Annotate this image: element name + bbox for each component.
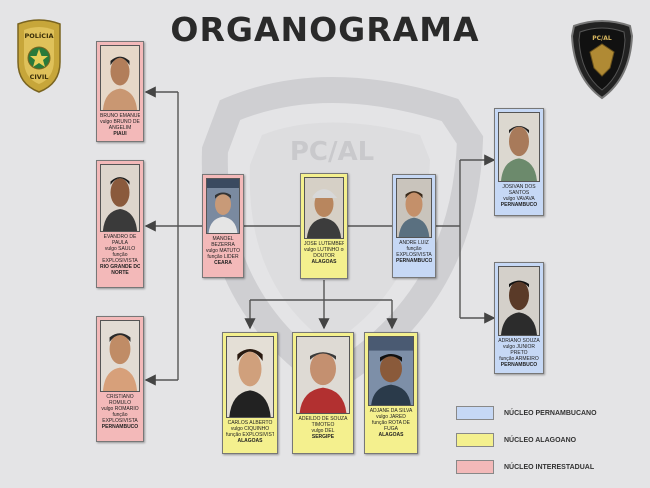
card-text-line: vulgo ROMARIO: [101, 406, 139, 412]
member-card-andre-luiz: ANDRE LUIZ função EXPLOSIVISTA PERNAMBUC…: [392, 174, 436, 278]
card-text-line: ADEILDO DE SOUZA: [298, 416, 348, 422]
card-text-line: vulgo BRUNO DE: [100, 119, 140, 125]
badge-left-top-text: POLÍCIA: [24, 31, 53, 40]
card-text-line: vulgo VAVAVA: [503, 196, 535, 202]
card-state-label: PERNAMBUCO: [500, 362, 538, 368]
member-card-cristiano: CRISTIANO ROMULO vulgo ROMARIO função EX…: [96, 316, 144, 442]
card-state-label: PIAUÍ: [113, 131, 127, 137]
member-photo: [100, 320, 140, 392]
card-text-line: CRISTIANO: [106, 394, 134, 400]
card-text-line: ADRIANO SOUZA: [498, 338, 540, 344]
card-text-line: FUGA: [384, 426, 398, 432]
card-text-line: função: [112, 252, 128, 258]
page-title: ORGANOGRAMA: [170, 10, 480, 49]
card-state-label: CEARÁ: [214, 260, 232, 266]
card-text-line: vulgo CIQUINHO: [230, 426, 270, 432]
member-card-josivan: JOSIVAN DOS SANTOS vulgo VAVAVA PERNAMBU…: [494, 108, 544, 216]
card-text-line: função: [406, 246, 422, 252]
member-photo: [296, 336, 350, 414]
member-photo: [498, 266, 540, 336]
card-text-line: vulgo JÚNIOR: [503, 344, 535, 350]
card-text-line: EVANDRO DE: [103, 234, 137, 240]
card-text-line: PRETO: [510, 350, 528, 356]
member-photo: [396, 178, 432, 238]
card-text-line: PAULA: [111, 240, 129, 246]
card-state-label: ALAGOAS: [378, 432, 404, 438]
member-card-adriano: ADRIANO SOUZA vulgo JÚNIOR PRETO função …: [494, 262, 544, 374]
legend-item-interestadual: NÚCLEO INTERESTADUAL: [456, 459, 594, 475]
card-text-line: CARLOS ALBERTO: [227, 420, 273, 426]
card-text-line: função ROTA DE: [372, 420, 410, 426]
member-photo: [498, 112, 540, 182]
card-text-line: BRUNO EMANUEL: [100, 113, 140, 119]
card-text-line: vulgo MATUTO: [206, 248, 240, 254]
legend-label: NÚCLEO ALAGOANO: [504, 436, 577, 444]
member-card-bruno: BRUNO EMANUEL vulgo BRUNO DE ANGELIM PIA…: [96, 41, 144, 142]
card-state-label: PERNAMBUCO: [500, 202, 538, 208]
card-text-line: EXPLOSIVISTA: [102, 418, 138, 424]
card-state-label: RIO GRANDE DO: [100, 264, 140, 270]
card-text-line: ANGELIM: [108, 125, 132, 131]
member-card-adeildo: ADEILDO DE SOUZA TIMÓTEO vulgo DEL SERGI…: [292, 332, 354, 454]
card-state-label: ALAGOAS: [311, 259, 337, 265]
card-text-line: vulgo LUTINHO ou: [304, 247, 344, 253]
legend-swatch: [456, 433, 494, 447]
card-text-line: ROMULO: [109, 400, 131, 406]
card-text-line: DOUTOR: [313, 253, 335, 259]
card-text-line: EXPLOSIVISTA: [396, 252, 432, 258]
member-photo: [206, 178, 240, 234]
card-text-line: função ARMEIRO: [499, 356, 539, 362]
card-text-line: SANTOS: [508, 190, 530, 196]
card-text-line: EXPLOSIVISTA: [102, 258, 138, 264]
card-state-label: SERGIPE: [311, 434, 335, 440]
member-photo: [304, 177, 344, 239]
member-photo: [226, 336, 274, 418]
pc-al-shield-icon: PC/AL: [570, 20, 634, 100]
badge-right-text: PC/AL: [592, 35, 612, 42]
legend-item-pernambucano: NÚCLEO PERNAMBUCANO: [456, 405, 597, 421]
member-photo: [368, 336, 414, 406]
card-text-line: função EXPLOSIVISTA: [226, 432, 274, 438]
card-text-line: vulgo DEL: [311, 428, 335, 434]
card-text-line: MANOEL: [212, 236, 234, 242]
card-text-line: vulgo SAULO: [104, 246, 136, 252]
member-card-manoel: MANOEL BEZERRA vulgo MATUTO função LIDER…: [202, 174, 244, 278]
card-state-label: PERNAMBUCO: [101, 424, 139, 430]
legend-label: NÚCLEO INTERESTADUAL: [504, 463, 595, 471]
card-text-line: JOSÉ LUTEMBERG: [304, 241, 344, 247]
card-text-line: ADJANE DA SILVA: [369, 408, 413, 414]
member-card-adjane: ADJANE DA SILVA vulgo JARED função ROTA …: [364, 332, 418, 454]
card-text-line: vulgo JARED: [376, 414, 406, 420]
legend-item-alagoano: NÚCLEO ALAGOANO: [456, 432, 576, 448]
card-text-line: função LIDER: [207, 254, 239, 260]
card-text-line: JOSIVAN DOS: [502, 184, 536, 190]
member-photo: [100, 164, 140, 232]
member-card-evandro: EVANDRO DE PAULA vulgo SAULO função EXPL…: [96, 160, 144, 288]
policia-civil-badge-icon: POLÍCIA CIVIL: [17, 19, 61, 93]
card-text-line: função: [112, 412, 128, 418]
card-text-line: BEZERRA: [211, 242, 235, 248]
watermark-text: PC/AL: [290, 137, 374, 167]
legend-label: NÚCLEO PERNAMBUCANO: [504, 409, 597, 417]
card-state-label: ALAGOAS: [237, 438, 263, 444]
card-state-label: PERNAMBUCO: [396, 258, 432, 264]
card-text-line: TIMÓTEO: [311, 422, 335, 428]
card-state-label: NORTE: [111, 270, 129, 276]
badge-left-bottom-text: CIVIL: [30, 73, 49, 81]
member-card-carlos-alberto: CARLOS ALBERTO vulgo CIQUINHO função EXP…: [222, 332, 278, 454]
card-text-line: ANDRE LUIZ: [399, 240, 429, 246]
legend-swatch: [456, 460, 494, 474]
member-card-jose-lutemberg: JOSÉ LUTEMBERG vulgo LUTINHO ou DOUTOR A…: [300, 173, 348, 279]
member-photo: [100, 45, 140, 111]
legend-swatch: [456, 406, 494, 420]
